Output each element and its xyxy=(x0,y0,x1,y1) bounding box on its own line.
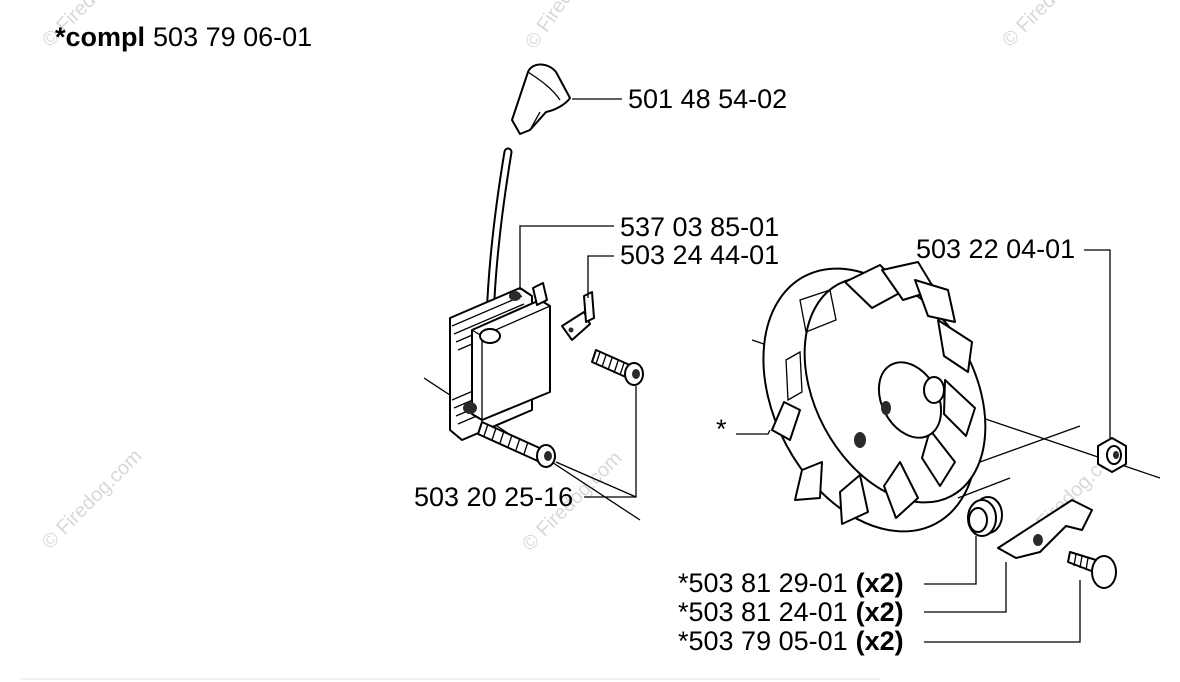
screw-lower xyxy=(477,421,556,468)
leader-flywheel-nut xyxy=(1084,249,1111,438)
callout-spark-plug-cap: 501 48 54-02 xyxy=(628,84,787,114)
starter-pawl xyxy=(997,499,1093,559)
watermark-top-right: © Firedog.com xyxy=(998,0,1107,52)
leader-terminal xyxy=(587,255,614,298)
callout-screws: 503 20 25-16 xyxy=(414,482,573,512)
leader-ignition-module xyxy=(519,225,614,290)
leader-screw-lower xyxy=(555,461,637,498)
callout-pawl-number: *503 81 24-01 xyxy=(678,597,848,627)
watermark-top-center: © Firedog.com xyxy=(521,0,614,53)
flywheel-fins xyxy=(771,261,976,525)
callout-spring: *503 81 29-01 (x2) xyxy=(678,568,904,598)
callout-pin: *503 79 05-01 (x2) xyxy=(678,626,904,656)
leader-spring xyxy=(924,536,977,585)
ignition-module xyxy=(423,147,641,521)
callout-spring-number: *503 81 29-01 xyxy=(678,568,848,598)
leader-flywheel xyxy=(736,429,771,435)
leader-pin xyxy=(924,580,1081,643)
terminal-clip xyxy=(561,291,595,341)
flywheel-nut xyxy=(979,425,1127,473)
callout-pawl: *503 81 24-01 (x2) xyxy=(678,597,904,627)
leader-pawl xyxy=(924,562,1007,613)
callout-spring-qty: (x2) xyxy=(856,568,904,598)
spark-plug-cap xyxy=(511,63,571,135)
flywheel xyxy=(751,261,1161,533)
compl-label: *compl 503 79 06-01 xyxy=(55,22,312,52)
pawl-spring xyxy=(957,477,1011,537)
callout-pawl-qty: (x2) xyxy=(856,597,904,627)
screw-upper xyxy=(591,349,644,386)
pawl-pin xyxy=(1067,551,1117,589)
callout-pin-qty: (x2) xyxy=(856,626,904,656)
callout-flywheel-marker: * xyxy=(716,414,727,444)
callout-flywheel-nut: 503 22 04-01 xyxy=(916,234,1075,264)
callout-terminal: 503 24 44-01 xyxy=(620,240,779,270)
callout-ignition-module: 537 03 85-01 xyxy=(620,212,779,242)
callout-pin-number: *503 79 05-01 xyxy=(678,626,848,656)
watermark-mid-left: © Firedog.com xyxy=(38,445,147,554)
compl-number: 503 79 06-01 xyxy=(153,22,312,52)
compl-prefix: *compl xyxy=(55,22,145,52)
